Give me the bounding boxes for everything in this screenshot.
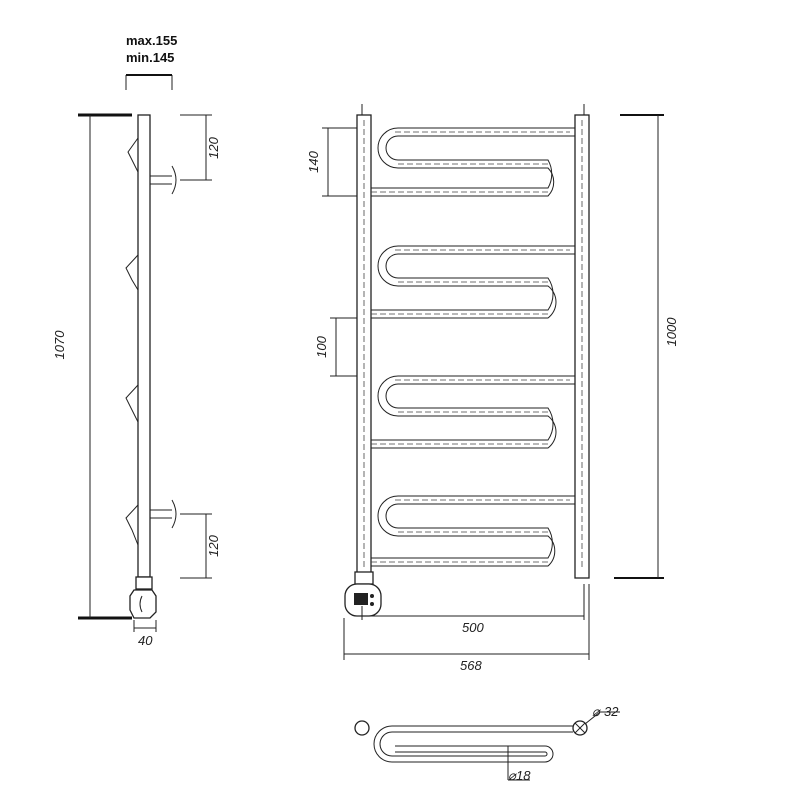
collector-diameter-label: 32 — [604, 704, 619, 719]
serpentine-section-1 — [371, 127, 575, 197]
depth-dimension: max.155 min.145 — [125, 33, 177, 90]
diameter-symbol-1: ⌀ — [592, 704, 601, 719]
wall-bracket-top: 120 — [150, 114, 221, 195]
serpentine-section-3 — [371, 375, 575, 449]
wall-bracket-bottom: 120 — [150, 499, 221, 579]
height-axis-label: 1000 — [664, 317, 679, 347]
width-axis-label: 500 — [462, 620, 484, 635]
collector-diameter-callout: ⌀ 32 — [584, 704, 620, 725]
serpentine-section-2 — [371, 245, 575, 319]
heater-controller — [344, 571, 382, 617]
tube-diameter-label: 18 — [516, 768, 531, 783]
side-post — [137, 114, 151, 578]
side-heater: 40 — [129, 576, 157, 648]
top-view: ⌀ 32 ⌀ 18 — [354, 704, 620, 783]
width-axis-dimension: 500 — [361, 584, 585, 635]
first-gap-label: 140 — [306, 150, 321, 172]
side-view: max.155 min.145 1070 120 — [52, 33, 221, 648]
front-view: 140 100 1000 500 568 — [306, 104, 679, 673]
section-gap-label: 100 — [314, 335, 329, 357]
depth-min-label: min.145 — [126, 50, 174, 65]
tube-diameter-callout: ⌀ 18 — [507, 746, 531, 783]
diameter-symbol-2: ⌀ — [508, 768, 517, 783]
first-gap-dimension: 140 — [306, 127, 357, 197]
depth-max-label: max.155 — [126, 33, 177, 48]
heater-offset-label: 40 — [138, 633, 153, 648]
serpentine-section-4 — [371, 495, 575, 567]
left-collector-section — [354, 720, 370, 736]
bracket-top-label: 120 — [206, 136, 221, 158]
section-gap-dimension: 100 — [314, 317, 357, 377]
height-axis-dimension: 1000 — [614, 114, 679, 579]
total-height-dimension: 1070 — [52, 113, 132, 620]
display-screen — [354, 593, 368, 605]
side-rungs — [125, 137, 139, 546]
total-height-label: 1070 — [52, 330, 67, 360]
width-total-dimension: 568 — [343, 584, 590, 673]
bracket-bottom-label: 120 — [206, 534, 221, 556]
width-total-label: 568 — [460, 658, 482, 673]
